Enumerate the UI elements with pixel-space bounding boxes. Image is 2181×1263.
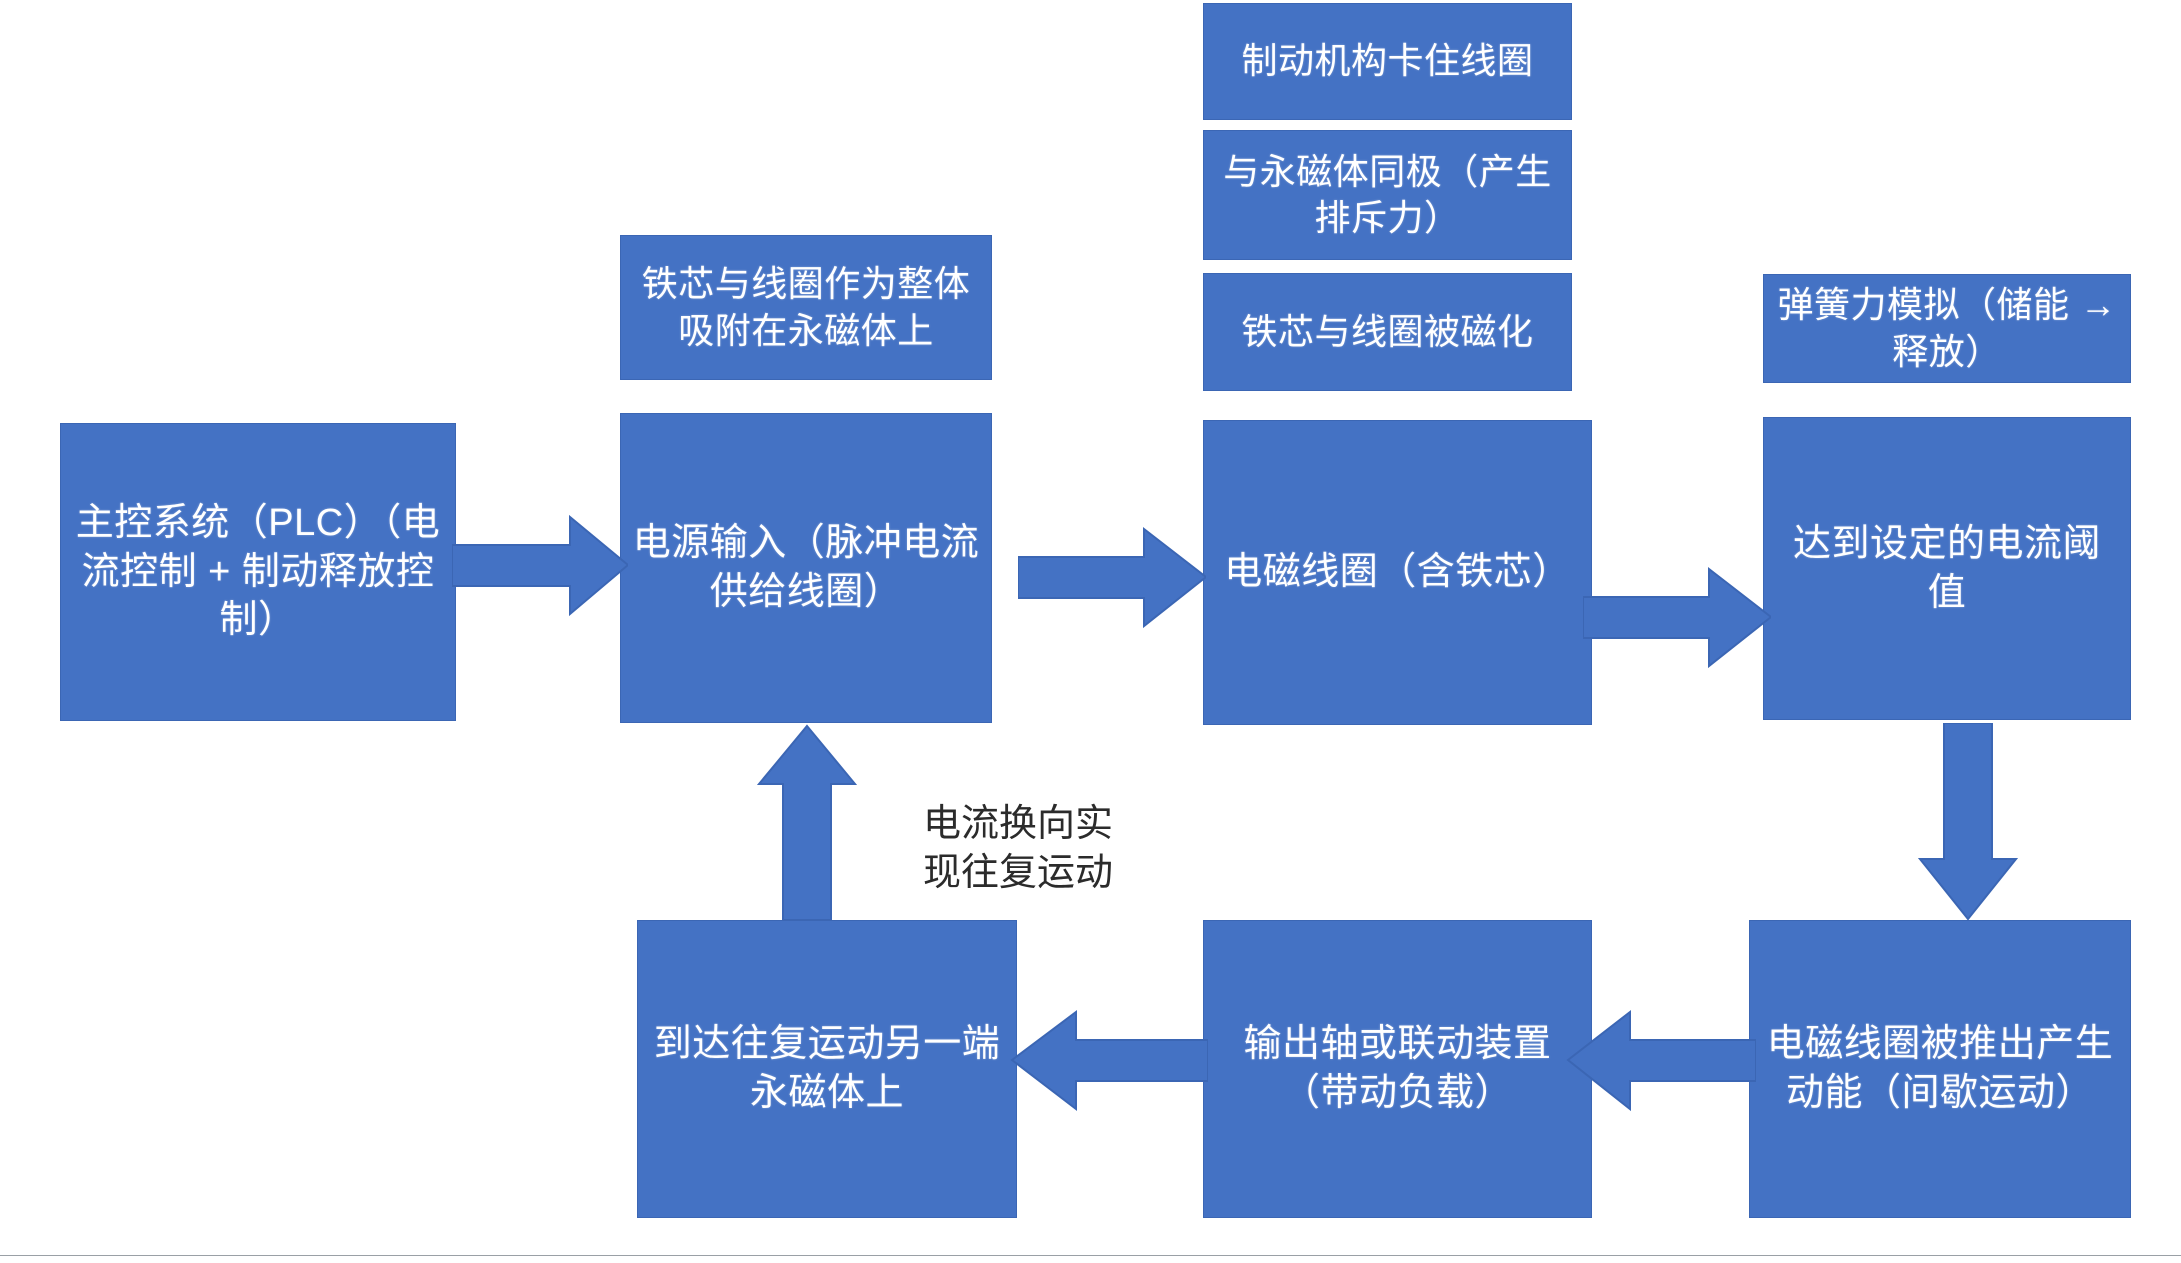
node-label: 铁芯与线圈作为整体吸附在永磁体上 [641, 263, 971, 351]
node-electromagnetic-coil[interactable]: 电磁线圈（含铁芯） [1203, 420, 1592, 725]
arrow-power-to-coil [1018, 525, 1206, 630]
node-other-end-magnet[interactable]: 到达往复运动另一端永磁体上 [637, 920, 1017, 1218]
node-plc-controller[interactable]: 主控系统（PLC）（电流控制 + 制动释放控制） [60, 423, 456, 721]
node-label: 到达往复运动另一端永磁体上 [653, 1023, 1001, 1114]
node-label: 电磁线圈被推出产生动能（间歇运动） [1766, 1023, 2114, 1114]
node-label: 铁芯与线圈被磁化 [1241, 310, 1534, 352]
arrow-pushed-to-output [1566, 1008, 1756, 1113]
node-label: 弹簧力模拟（储能 → 释放） [1777, 284, 2117, 372]
bottom-divider [0, 1255, 2181, 1256]
arrow-other-end-to-power [757, 722, 857, 922]
node-label: 电源输入（脉冲电流供给线圈） [632, 522, 980, 613]
node-same-pole[interactable]: 与永磁体同极（产生排斥力） [1203, 130, 1572, 260]
node-power-input[interactable]: 电源输入（脉冲电流供给线圈） [620, 413, 992, 723]
node-label: 达到设定的电流阈值 [1792, 522, 2101, 614]
edge-label-reciprocate: 电流换向实 现往复运动 [922, 803, 1113, 895]
arrow-output-to-other-end [1010, 1008, 1208, 1113]
arrow-plc-to-power [452, 513, 628, 618]
node-label: 制动机构卡住线圈 [1241, 40, 1534, 82]
arrow-coil-to-threshold [1583, 565, 1771, 670]
node-label: 电磁线圈（含铁芯） [1224, 551, 1571, 594]
node-label: 主控系统（PLC）（电流控制 + 制动释放控制） [75, 502, 441, 642]
node-core-coil-attached[interactable]: 铁芯与线圈作为整体吸附在永磁体上 [620, 235, 992, 380]
node-coil-pushed-out[interactable]: 电磁线圈被推出产生动能（间歇运动） [1749, 920, 2131, 1218]
node-spring-force[interactable]: 弹簧力模拟（储能 → 释放） [1763, 274, 2131, 383]
arrow-threshold-to-pushed [1918, 723, 2018, 921]
node-magnetized[interactable]: 铁芯与线圈被磁化 [1203, 273, 1572, 391]
node-brake-mechanism[interactable]: 制动机构卡住线圈 [1203, 3, 1572, 120]
node-label: 输出轴或联动装置（带动负载） [1243, 1023, 1552, 1114]
node-label: 与永磁体同极（产生排斥力） [1223, 150, 1552, 238]
node-current-threshold[interactable]: 达到设定的电流阈值 [1763, 417, 2131, 720]
node-output-shaft[interactable]: 输出轴或联动装置（带动负载） [1203, 920, 1592, 1218]
